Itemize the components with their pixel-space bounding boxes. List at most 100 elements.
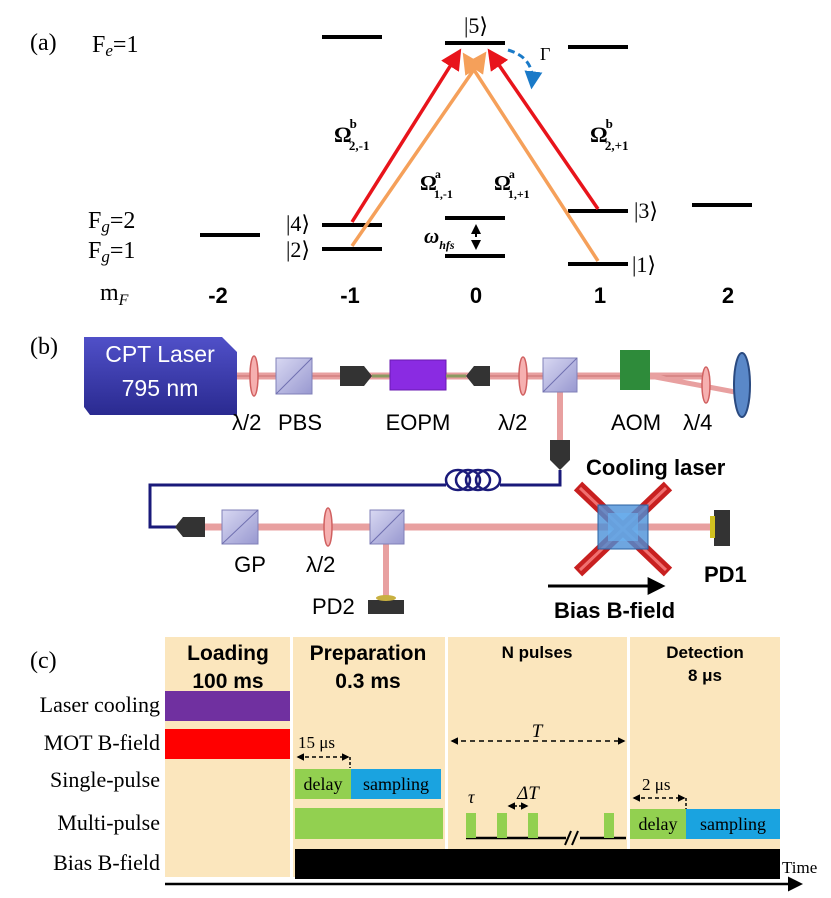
panel-c-label: (c) bbox=[30, 648, 57, 674]
pd2-label: PD2 bbox=[312, 594, 355, 619]
row-label-single-pulse: Single-pulse bbox=[50, 767, 160, 792]
hwp3-optic bbox=[323, 507, 333, 547]
transition-a-left bbox=[350, 51, 487, 247]
detect-sampling-label: sampling bbox=[700, 814, 766, 834]
retro-mirror bbox=[733, 352, 751, 418]
T-label: T bbox=[532, 721, 544, 742]
row-label-laser-cooling: Laser cooling bbox=[40, 692, 160, 717]
decay-arrow bbox=[507, 48, 543, 90]
state-3: |3⟩ bbox=[634, 198, 658, 223]
bias-bfield-bar bbox=[295, 849, 780, 879]
mf-value: -1 bbox=[340, 283, 360, 308]
single-delay-label: delay bbox=[304, 774, 343, 794]
pulse-break-1 bbox=[564, 830, 572, 846]
cooling-laser-label: Cooling laser bbox=[586, 455, 726, 480]
pbs3-diagonal bbox=[369, 509, 405, 545]
fiber-coupler-4 bbox=[175, 517, 205, 537]
omega-hfs-label: ωhfs bbox=[424, 224, 455, 252]
fiber-coupler-1 bbox=[340, 366, 372, 386]
phase-title-preparation: Preparation bbox=[310, 642, 427, 665]
transition-a-right bbox=[462, 52, 600, 262]
single-delay-bar bbox=[295, 769, 351, 799]
tau-label: τ bbox=[468, 787, 475, 807]
pbs-diagonal bbox=[275, 357, 313, 395]
row-label-mot-bfield: MOT B-field bbox=[44, 730, 160, 755]
fg1-label: Fg=1 bbox=[88, 238, 135, 266]
panel-c: (c) Loading 100 ms Preparation 0.3 ms N … bbox=[30, 637, 817, 892]
pd1-sensor bbox=[710, 516, 715, 538]
fiber-coupler-2 bbox=[466, 366, 490, 386]
energy-levels bbox=[200, 35, 752, 266]
bias-field-label: Bias B-field bbox=[554, 598, 675, 623]
hwp1-optic bbox=[249, 355, 259, 397]
pulse-1 bbox=[466, 813, 476, 838]
gp-label: GP bbox=[234, 552, 266, 577]
pd1-label: PD1 bbox=[704, 562, 747, 587]
pd2-sensor bbox=[376, 595, 396, 601]
hwp3-label: λ/2 bbox=[306, 552, 335, 577]
pulse-4 bbox=[604, 813, 614, 838]
aom-label: AOM bbox=[611, 410, 661, 435]
beam-aom-split bbox=[649, 373, 736, 395]
mf-value: 0 bbox=[470, 283, 482, 308]
hwp2-label: λ/2 bbox=[498, 410, 527, 435]
cpt-laser-line2: 795 nm bbox=[122, 375, 199, 401]
gamma-label: Γ bbox=[540, 44, 550, 64]
hwp2-optic bbox=[518, 356, 528, 396]
panel-a-label: (a) bbox=[30, 30, 57, 56]
cpt-laser-line1: CPT Laser bbox=[105, 341, 215, 367]
t2-label: 2 μs bbox=[642, 775, 670, 794]
mf-value: 1 bbox=[594, 283, 606, 308]
row-label-bias-bfield: Bias B-field bbox=[53, 850, 160, 875]
deltaT-label: ΔT bbox=[516, 783, 540, 804]
multi-prep-bar bbox=[295, 808, 443, 839]
phase-title-detection: Detection bbox=[666, 643, 743, 662]
state-4: |4⟩ bbox=[286, 211, 310, 236]
phase-title-npulses: N pulses bbox=[502, 643, 573, 662]
fg2-label: Fg=2 bbox=[88, 208, 135, 236]
state-1: |1⟩ bbox=[632, 252, 656, 277]
cpt-laser-box bbox=[84, 337, 237, 415]
detect-delay-bar bbox=[630, 809, 686, 839]
phase-sub-loading: 100 ms bbox=[192, 670, 263, 693]
hwp1-label: λ/2 bbox=[232, 410, 261, 435]
mf-value: 2 bbox=[722, 283, 734, 308]
transition-b-right bbox=[487, 48, 600, 210]
panel-b: (b) CPT Laser 795 nm λ/2 PBS EOPM λ/2 bbox=[30, 334, 751, 623]
mf-value: -2 bbox=[208, 283, 228, 308]
panel-b-label: (b) bbox=[30, 334, 58, 360]
state-2: |2⟩ bbox=[286, 237, 310, 262]
cell-inner bbox=[608, 513, 638, 541]
single-sampling-label: sampling bbox=[363, 774, 429, 794]
phase-bg-npulses bbox=[448, 637, 627, 877]
pbs2-diagonal bbox=[542, 357, 578, 393]
state-5: |5⟩ bbox=[464, 13, 488, 38]
pbs-label: PBS bbox=[278, 410, 322, 435]
phase-sub-detection: 8 μs bbox=[688, 666, 722, 685]
pd2-detector bbox=[368, 600, 404, 614]
laser-cooling-bar bbox=[165, 691, 290, 721]
qwp-label: λ/4 bbox=[683, 410, 712, 435]
transition-b-left bbox=[350, 48, 462, 223]
detect-sampling-bar bbox=[686, 809, 780, 839]
phase-sub-preparation: 0.3 ms bbox=[335, 670, 400, 693]
time-label: Time bbox=[782, 858, 817, 877]
fiber-coupler-3 bbox=[550, 440, 570, 470]
mot-bfield-bar bbox=[165, 729, 290, 759]
eopm-device bbox=[389, 359, 447, 391]
pd1-detector bbox=[714, 510, 730, 546]
detect-delay-label: delay bbox=[639, 814, 678, 834]
pulse-3 bbox=[528, 813, 538, 838]
phase-title-loading: Loading bbox=[187, 642, 269, 665]
mf-label: mF bbox=[100, 280, 129, 309]
eopm-label: EOPM bbox=[386, 410, 451, 435]
panel-a: (a) Fe=1 Fg=2 Fg=1 mF -2 -1 0 1 2 |5⟩ |4… bbox=[30, 13, 752, 309]
single-sampling-bar bbox=[351, 769, 441, 799]
pulse-break-2 bbox=[571, 830, 579, 846]
fiber-loops bbox=[444, 468, 502, 492]
